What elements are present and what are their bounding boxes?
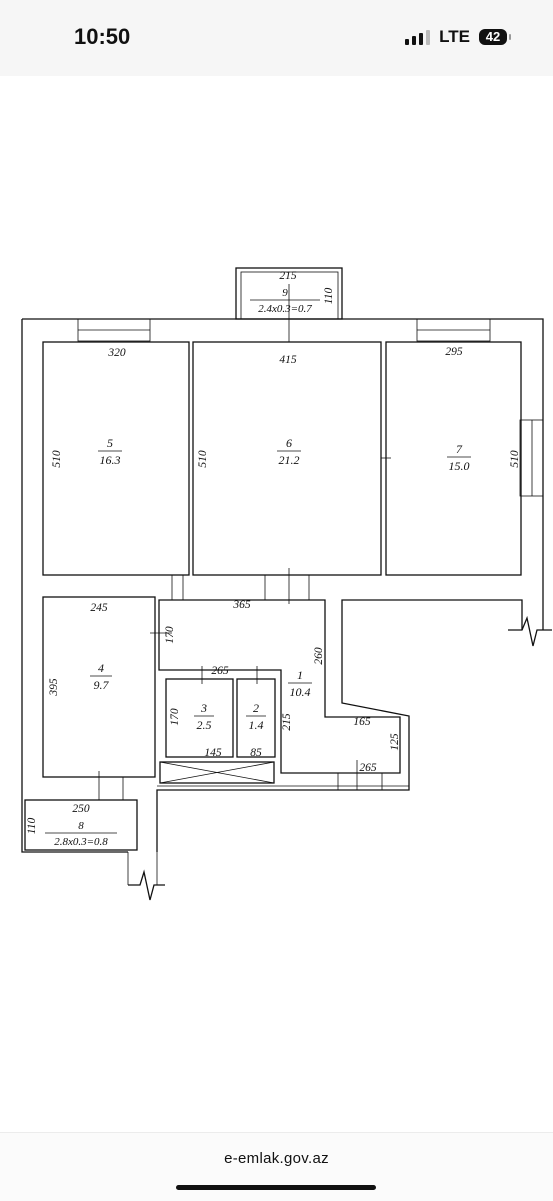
dim-170-a: 170	[164, 626, 176, 644]
dim-165: 165	[353, 716, 371, 728]
dim-395: 395	[48, 678, 60, 697]
dim-320: 320	[107, 347, 126, 359]
signal-bars-icon	[405, 29, 431, 45]
battery-icon: 42	[479, 29, 511, 45]
status-indicators: LTE 42	[405, 27, 511, 47]
battery-level: 42	[485, 29, 501, 44]
dim-510-left: 510	[51, 450, 63, 468]
dim-215-top: 215	[279, 270, 297, 282]
room-4-area: 9.7	[94, 678, 110, 692]
room-2-number: 2	[253, 701, 259, 715]
dim-250: 250	[72, 803, 90, 815]
network-type: LTE	[439, 27, 470, 46]
dim-510-right: 510	[509, 450, 521, 468]
room-3-number: 3	[200, 701, 207, 715]
status-bar: 10:50 LTE 42	[0, 0, 553, 76]
room-4-number: 4	[98, 661, 104, 675]
dim-170-b: 170	[169, 708, 181, 726]
page-url[interactable]: e-emlak.gov.az	[224, 1150, 329, 1167]
dim-415: 415	[279, 354, 297, 366]
dim-295: 295	[445, 346, 463, 358]
dim-85: 85	[250, 747, 262, 759]
room-3-area: 2.5	[197, 718, 212, 732]
dim-265-a: 265	[211, 665, 229, 677]
browser-address-bar[interactable]: e-emlak.gov.az	[0, 1132, 553, 1201]
status-time: 10:50	[74, 24, 131, 49]
room-9-area: 2.4x0.3=0.7	[258, 303, 312, 315]
dim-110-top: 110	[323, 288, 335, 305]
dim-125: 125	[389, 733, 401, 751]
room-1-number: 1	[297, 668, 303, 682]
floor-plan-image[interactable]: 5 16.3 6 21.2 7 15.0 4 9.7 1 10.4 3 2.5 …	[0, 76, 553, 1137]
dim-145: 145	[204, 747, 222, 759]
room-8-number: 8	[78, 820, 84, 832]
room-7-area: 15.0	[449, 459, 470, 473]
room-8-area: 2.8x0.3=0.8	[54, 836, 108, 848]
room-1-area: 10.4	[290, 685, 311, 699]
home-indicator[interactable]	[176, 1185, 376, 1190]
dim-365: 365	[232, 599, 251, 611]
dim-260: 260	[313, 647, 325, 665]
room-2-area: 1.4	[249, 718, 264, 732]
room-5-number: 5	[107, 436, 113, 450]
dim-245: 245	[90, 602, 108, 614]
floor-plan-drawing: 5 16.3 6 21.2 7 15.0 4 9.7 1 10.4 3 2.5 …	[21, 267, 552, 901]
dim-510-mid: 510	[197, 450, 209, 468]
dim-110-bottom: 110	[26, 818, 38, 835]
room-6-area: 21.2	[279, 453, 300, 467]
room-5-area: 16.3	[100, 453, 121, 467]
room-9-number: 9	[282, 287, 288, 299]
room-6-number: 6	[286, 436, 292, 450]
dim-265-b: 265	[359, 762, 377, 774]
room-7-number: 7	[456, 442, 463, 456]
dim-215-mid: 215	[281, 713, 293, 731]
